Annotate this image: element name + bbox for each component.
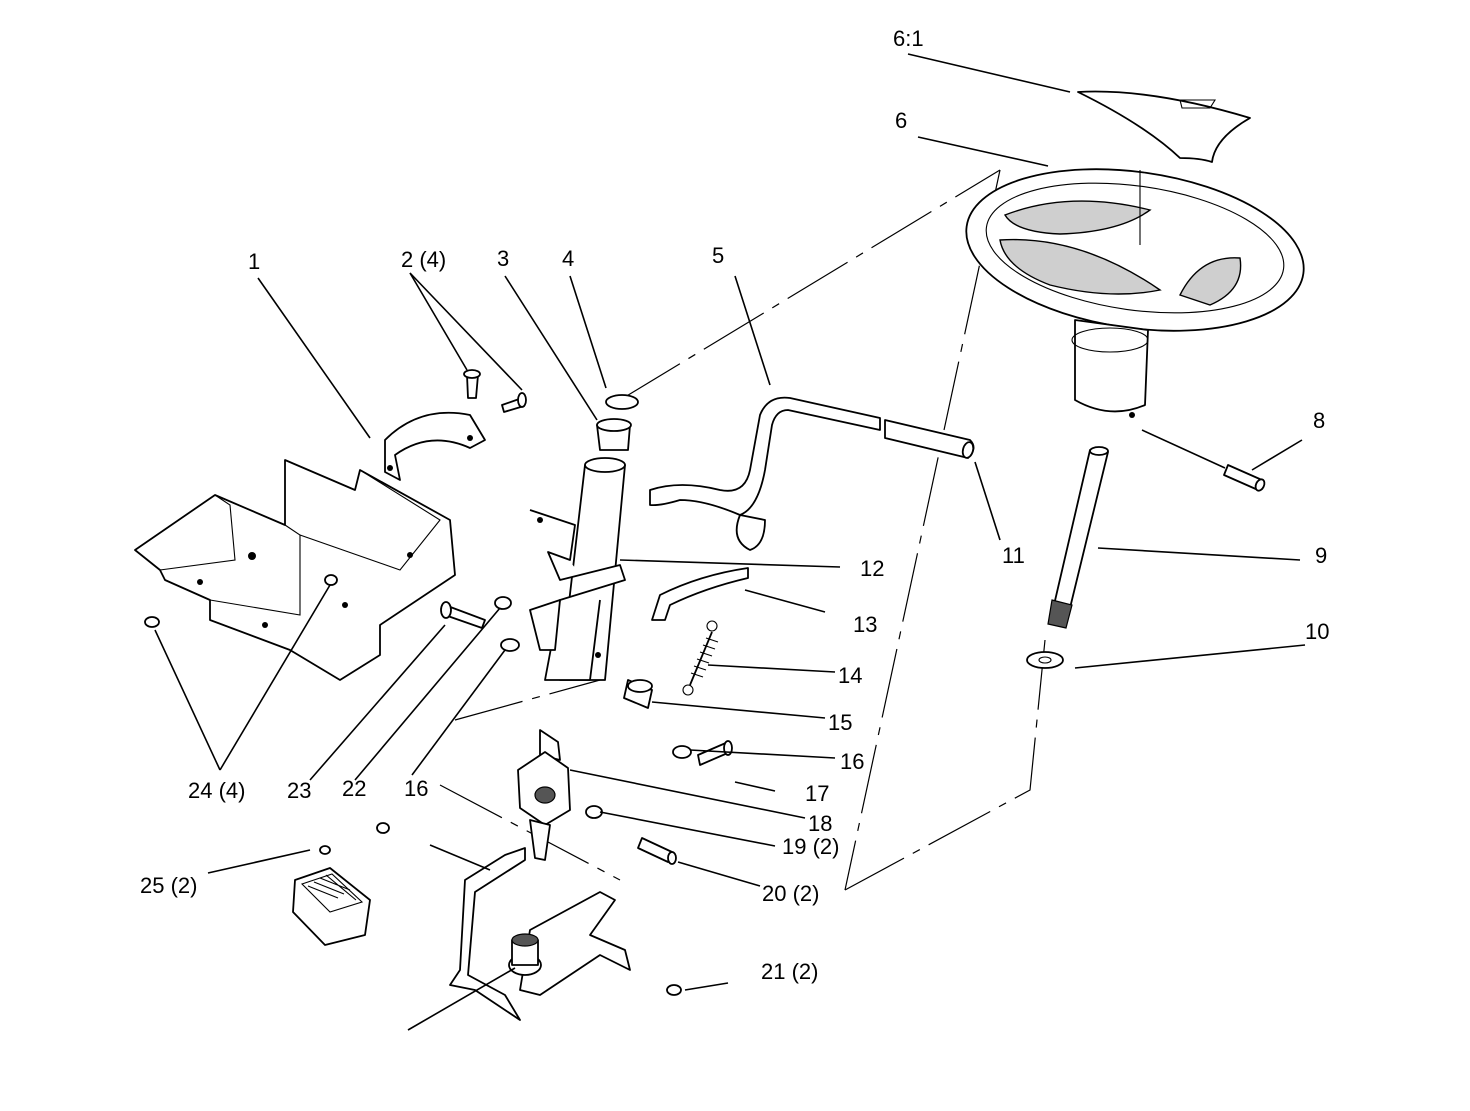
lower-bracket-part [376, 822, 682, 1021]
callout-22: 22 [342, 776, 367, 801]
bracket-13-part [651, 567, 749, 621]
callout-3: 3 [497, 246, 510, 271]
callout-6: 6 [895, 108, 908, 133]
callout-8: 8 [1313, 408, 1326, 433]
callout-19: 19 (2) [782, 834, 840, 859]
base-plate-part [134, 459, 456, 681]
wheel-cap-part [1077, 90, 1251, 163]
bolt-20-part [585, 805, 677, 865]
callout-24: 24 (4) [188, 778, 246, 803]
callout-10: 10 [1305, 619, 1330, 644]
callout-4: 4 [562, 246, 575, 271]
callout-15: 15 [828, 710, 853, 735]
callout-17: 17 [805, 781, 830, 806]
callout-16-right: 16 [840, 749, 865, 774]
callout-21: 21 (2) [761, 959, 819, 984]
callout-5: 5 [712, 243, 725, 268]
bolt-23-part [440, 596, 520, 652]
leader-lines [154, 53, 1306, 1031]
callout-9: 9 [1315, 543, 1328, 568]
bushing-parts [596, 394, 639, 451]
callout-1: 1 [248, 249, 261, 274]
pedal-pad-part [292, 845, 371, 946]
bolt-17-part [672, 740, 733, 766]
steering-wheel-part [965, 168, 1305, 418]
spring-part [682, 620, 719, 696]
callout-20: 20 (2) [762, 881, 820, 906]
universal-joint-part [517, 729, 571, 861]
callout-14: 14 [838, 663, 863, 688]
pin-part [1223, 464, 1266, 492]
callout-12: 12 [860, 556, 885, 581]
bolt-2-parts [463, 369, 527, 413]
callout-2: 2 (4) [401, 247, 447, 272]
callout-6-1: 6:1 [893, 26, 924, 51]
spacer-part [623, 679, 653, 709]
column-tube-part [529, 457, 626, 681]
callout-25: 25 (2) [140, 873, 198, 898]
callout-16-left: 16 [404, 776, 429, 801]
callout-23: 23 [287, 778, 312, 803]
callout-11: 11 [1002, 543, 1025, 568]
callout-18: 18 [808, 811, 833, 836]
washer-10-part [1026, 651, 1064, 669]
lever-rod-part [649, 396, 975, 551]
steering-shaft-part [1047, 446, 1109, 629]
callout-13: 13 [853, 612, 878, 637]
clamp-bracket-part [384, 411, 486, 481]
